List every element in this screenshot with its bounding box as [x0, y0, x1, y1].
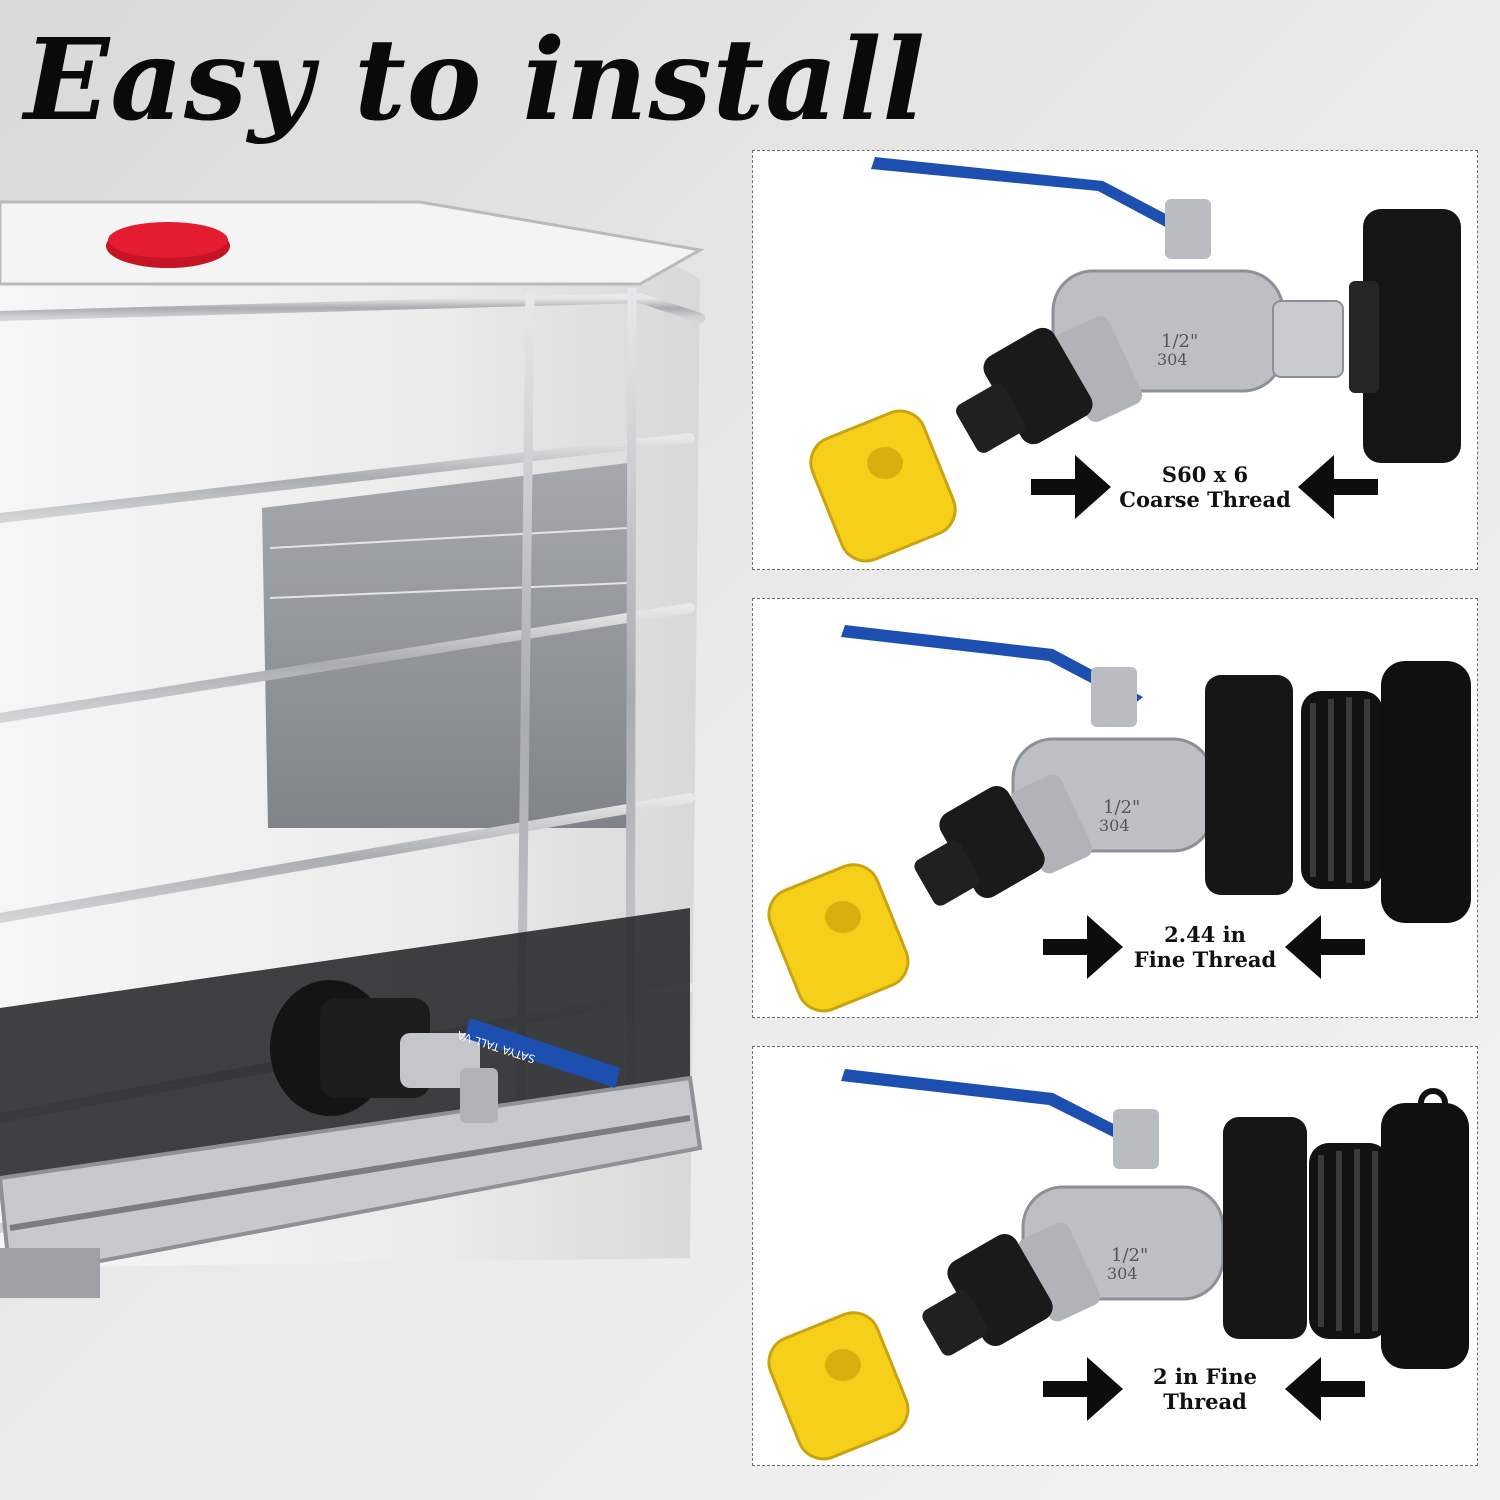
valve-size-marking: 1/2" [1111, 1245, 1148, 1266]
arrow-left-icon [1298, 455, 1378, 519]
arrow-left-icon [1285, 1357, 1365, 1421]
yellow-hose-adapter [809, 409, 957, 563]
thread-caption: S60 x 6 Coarse Thread [1119, 462, 1291, 512]
arrow-left-icon [1285, 915, 1365, 979]
black-cap [1363, 209, 1461, 463]
arrow-right-icon [1043, 1357, 1123, 1421]
panel-244-fine-thread: 1/2" 304 2.44 in Fine Thread [752, 598, 1478, 1018]
valve-grade-marking: 304 [1107, 1264, 1138, 1283]
thread-caption: 2 in Fine Thread [1153, 1364, 1257, 1414]
valve-grade-marking: 304 [1157, 350, 1188, 369]
arrow-right-icon [1031, 455, 1111, 519]
panel-coarse-thread: 1/2" 304 S60 x 6 Coarse Thread [752, 150, 1478, 570]
valve-handle-icon [871, 157, 1183, 231]
valve-size-marking: 1/2" [1103, 797, 1140, 818]
valve-assembly-drawing: 1/2" 304 [767, 625, 1471, 1013]
thread-caption: 2.44 in Fine Thread [1133, 922, 1277, 972]
ibc-tote-illustration: SATYA TALL VA [0, 190, 710, 1298]
yellow-hose-adapter [767, 863, 910, 1013]
tether-ring-icon [1418, 1088, 1448, 1118]
valve-assembly-drawing: 1/2" 304 [809, 157, 1461, 563]
threaded-adapter [1301, 691, 1383, 889]
valve-handle-icon [841, 625, 1143, 705]
valve-assembly-drawing: 1/2" 304 [767, 1069, 1469, 1461]
tank-valve-handle [465, 1018, 620, 1088]
black-adapter-nut [1223, 1117, 1307, 1339]
valve-grade-marking: 304 [1099, 816, 1130, 835]
arrow-right-icon [1043, 915, 1123, 979]
valve-size-marking: 1/2" [1161, 331, 1198, 352]
panel-2in-fine-thread: 1/2" 304 2 in Fine Thread [752, 1046, 1478, 1466]
threaded-adapter [1309, 1143, 1389, 1339]
ibc-tote-drawing: SATYA TALL VA [0, 200, 705, 1298]
yellow-hose-adapter [767, 1311, 910, 1461]
valve-handle-icon [841, 1069, 1143, 1147]
black-adapter-nut [1205, 675, 1293, 895]
headline: Easy to install [24, 15, 926, 146]
